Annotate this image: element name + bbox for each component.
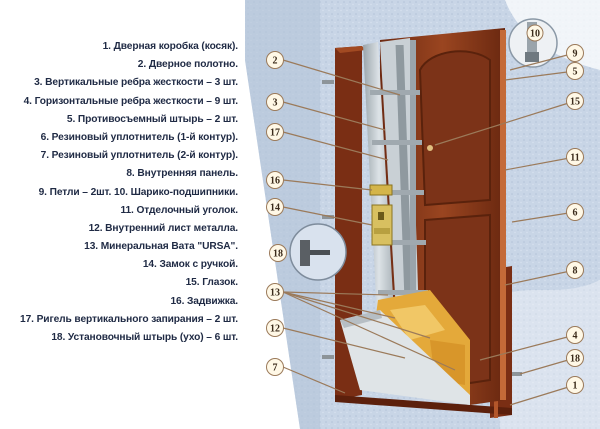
callout-1: 1 [566, 376, 584, 394]
legend-item: 5. Противосъемный штырь – 2 шт. [66, 113, 238, 125]
legend-item: 12. Внутренний лист металла. [88, 222, 239, 234]
svg-text:18: 18 [570, 354, 580, 365]
legend-item: 8. Внутренняя панель. [126, 168, 238, 180]
callout-labels: 2 3 17 16 14 18 13 12 7 10 9 5 15 11 6 8… [266, 24, 584, 394]
callout-18-right: 18 [566, 349, 584, 367]
callout-7: 7 [266, 358, 284, 376]
leader-lines [282, 52, 576, 406]
legend-item: 6. Резиновый уплотнитель (1-й контур). [40, 131, 238, 143]
parts-legend: 1. Дверная коробка (косяк). 2. Дверное п… [0, 38, 238, 347]
legend-item: 16. Задвижка. [170, 295, 238, 307]
callout-9: 9 [566, 44, 584, 62]
svg-text:15: 15 [570, 97, 580, 108]
legend-item: 14. Замок с ручкой. [142, 259, 238, 271]
callout-8: 8 [566, 261, 584, 279]
svg-text:9: 9 [573, 49, 578, 60]
legend-item: 1. Дверная коробка (косяк). [102, 41, 239, 52]
installation-pins [322, 80, 522, 376]
svg-text:4: 4 [573, 331, 578, 342]
lock-with-handle [371, 204, 393, 246]
callout-17: 17 [266, 123, 284, 141]
callout-2: 2 [266, 51, 284, 69]
svg-text:12: 12 [270, 324, 280, 335]
svg-text:10: 10 [530, 29, 540, 40]
callout-6: 6 [566, 203, 584, 221]
callout-5: 5 [566, 62, 584, 80]
callout-12: 12 [266, 319, 284, 337]
svg-text:3: 3 [273, 98, 278, 109]
svg-text:14: 14 [270, 203, 280, 214]
svg-text:8: 8 [573, 266, 578, 277]
legend-item: 9. Петли – 2шт. 10. Шарико-подшипники. [38, 186, 239, 198]
callout-15: 15 [566, 92, 584, 110]
legend-item: 2. Дверное полотно. [137, 59, 238, 71]
legend-item: 15. Глазок. [185, 277, 238, 289]
callout-10: 10 [526, 24, 544, 42]
svg-text:5: 5 [573, 67, 578, 78]
legend-item: 17. Ригель вертикального запирания – 2 ш… [20, 313, 238, 325]
callout-16: 16 [266, 171, 284, 189]
latch [369, 184, 393, 196]
svg-text:16: 16 [270, 176, 280, 187]
legend-item: 4. Горизонтальные ребра жесткости – 9 шт… [23, 95, 238, 107]
callout-11: 11 [566, 148, 584, 166]
svg-text:6: 6 [573, 208, 578, 219]
pin-detail [289, 223, 347, 281]
callout-4: 4 [566, 326, 584, 344]
legend-item: 11. Отделочный уголок. [120, 204, 238, 216]
svg-text:13: 13 [270, 288, 280, 299]
svg-text:7: 7 [273, 363, 278, 374]
peephole-icon [427, 145, 433, 151]
callout-3: 3 [266, 93, 284, 111]
legend-item: 3. Вертикальные ребра жесткости – 3 шт. [34, 77, 238, 89]
legend-item: 13. Минеральная Вата "URSA". [84, 241, 238, 253]
callout-18-left: 18 [269, 244, 287, 262]
legend-item: 7. Резиновый уплотнитель (2-й контур). [40, 150, 238, 162]
svg-text:2: 2 [273, 56, 278, 67]
legend-item: 18. Установочный штырь (ухо) – 6 шт. [51, 332, 238, 343]
svg-text:11: 11 [570, 153, 579, 164]
callout-14: 14 [266, 198, 284, 216]
svg-text:17: 17 [270, 128, 280, 139]
svg-text:1: 1 [573, 381, 578, 392]
callout-13: 13 [266, 283, 284, 301]
svg-text:18: 18 [273, 249, 283, 260]
